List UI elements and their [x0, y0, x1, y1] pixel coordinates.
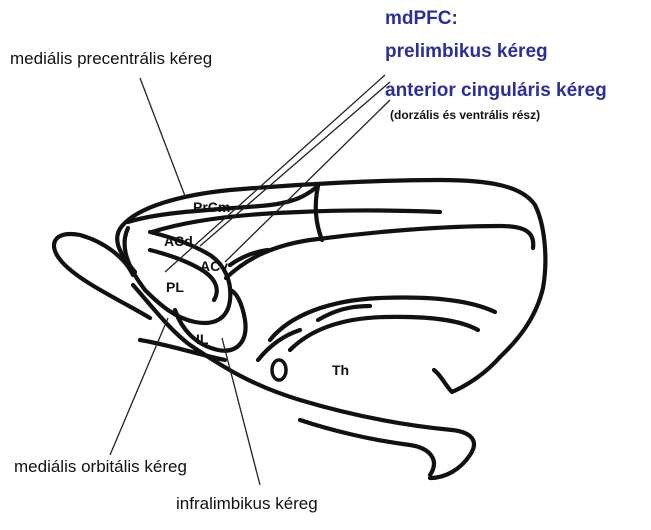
leader-line-prcm — [140, 78, 185, 196]
label-infralimbic: infralimbikus kéreg — [176, 494, 318, 514]
leader-line-il — [222, 338, 260, 485]
region-label-acd: ACd — [164, 233, 193, 249]
anterior-commissure — [272, 360, 286, 380]
label-medial-orbital: mediális orbitális kéreg — [14, 457, 187, 477]
label-anterior-cingulate: anterior cinguláris kéreg — [385, 80, 607, 102]
label-dorsal-ventral-note: (dorzális és ventrális rész) — [390, 108, 540, 122]
region-label-prcm: PrCm — [193, 199, 230, 215]
inner-cortex-boundary — [226, 226, 533, 278]
region-label-il: IL — [196, 331, 209, 347]
region-label-pl: PL — [166, 279, 184, 295]
label-mdpfc: mdPFC: — [385, 8, 458, 30]
leader-line-acd — [200, 82, 390, 246]
region-label-th: Th — [332, 362, 349, 378]
lower-ventral — [300, 420, 434, 475]
leader-line-pl — [165, 75, 385, 272]
label-medial-precentral: mediális precentrális kéreg — [10, 49, 212, 69]
cortex-outline — [117, 180, 545, 357]
posterior-outline — [434, 357, 500, 392]
label-prelimbic: prelimbikus kéreg — [385, 41, 548, 63]
region-label-acv: ACv — [200, 258, 228, 274]
